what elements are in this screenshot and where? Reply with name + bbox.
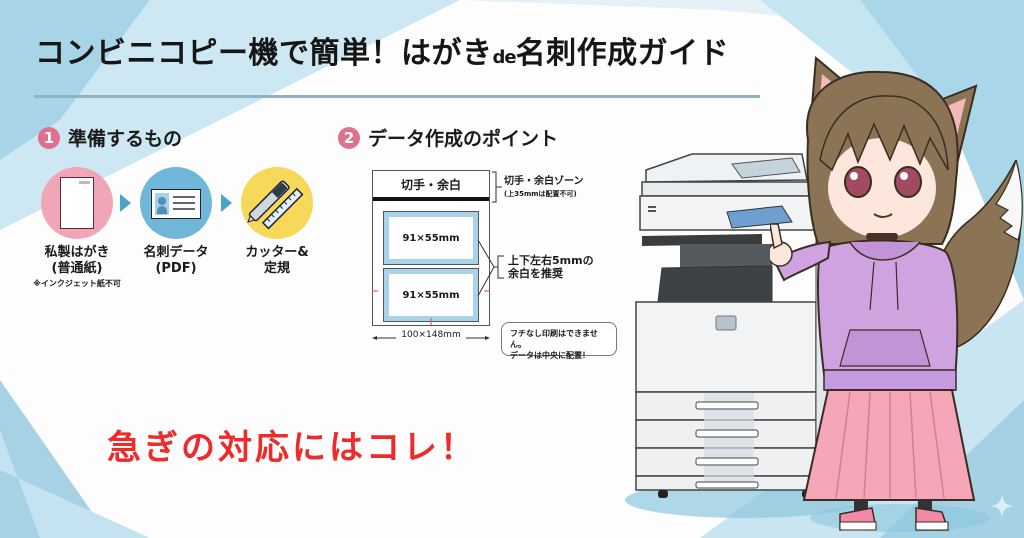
item-postcard: 私製はがき(普通紙) ※インクジェット紙不可 [27,167,127,289]
diagram-annotations [372,171,504,340]
item-label: 名刺データ(PDF) [143,245,209,276]
section1-heading: 1 準備するもの [38,124,182,151]
step-number-badge: 1 [38,126,60,149]
speech-bubble-note: フチなし印刷はできません。 データは中央に配置！ [501,322,617,360]
item-business-card-data: 名刺データ(PDF) [126,167,226,277]
stamp-zone-annotation: 切手・余白ゾーン (上35mmは配置不可) [504,176,584,198]
item-label: 私製はがき(普通紙) [44,245,110,276]
call-to-action-text: 急ぎの対応にはコレ！ [107,428,477,468]
business-card-slot: 91×55mm [383,268,479,322]
page-title: コンビニコピー機で簡単！はがきde名刺作成ガイド [35,28,729,72]
sparkle-icon [990,494,1014,518]
item-cutter-ruler: カッター&定規 [227,167,327,277]
postcard-size-label: 100×148mm [401,330,461,340]
cutter-ruler-icon [241,167,313,239]
title-de: de [492,47,517,68]
copy-machine-illustration [635,153,831,498]
flow-arrow-icon [120,194,131,212]
item-label: カッター&定規 [245,245,309,276]
business-card-slot: 91×55mm [383,211,479,265]
stamp-zone: 切手・余白 [373,171,489,201]
postcard-layout-diagram: 切手・余白 91×55mm 91×55mm [372,170,490,326]
postcard-icon [41,167,113,239]
title-main: コンビニコピー機で簡単！はがき [35,36,493,71]
title-underline [34,95,760,98]
section1-title: 準備するもの [68,128,183,150]
business-card-data-icon [140,167,212,239]
title-tail: 名刺作成ガイド [515,36,730,71]
section2-heading: 2 データ作成のポイント [338,124,558,151]
character-illustration [770,55,978,531]
flow-arrow-icon [221,194,232,212]
margin-annotation: 上下左右5mmの 余白を推奨 [508,254,594,280]
section2-title: データ作成のポイント [368,128,559,150]
step-number-badge: 2 [338,126,360,149]
item-note: ※インクジェット紙不可 [33,279,121,288]
